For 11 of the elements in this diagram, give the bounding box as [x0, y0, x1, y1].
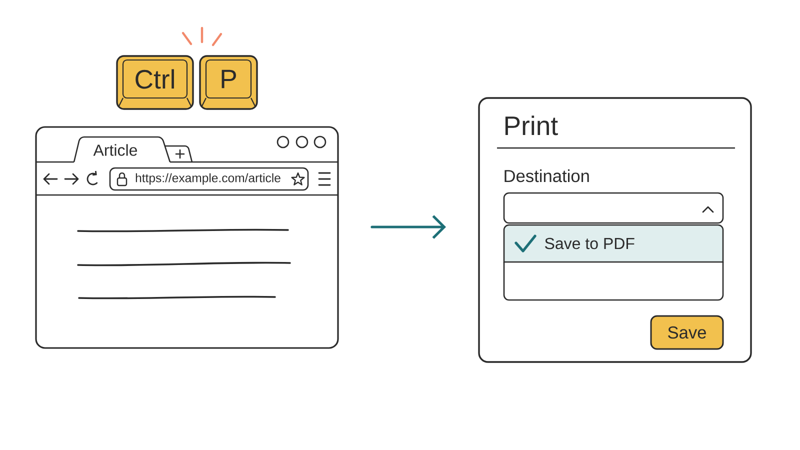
dropdown-option: Save to PDF: [503, 224, 724, 263]
keyboard-key: Ctrl: [116, 55, 194, 110]
dialog-title: Print: [505, 116, 558, 136]
address-bar: https://example.com/article: [109, 167, 309, 191]
browser-window: [35, 126, 339, 349]
save-button: Save: [650, 315, 724, 350]
browser-tab: Article: [73, 136, 171, 162]
dropdown-option: [503, 262, 724, 301]
keyboard-key: P: [199, 55, 258, 110]
field-label: Destination: [504, 169, 589, 182]
arrow: [370, 215, 446, 239]
